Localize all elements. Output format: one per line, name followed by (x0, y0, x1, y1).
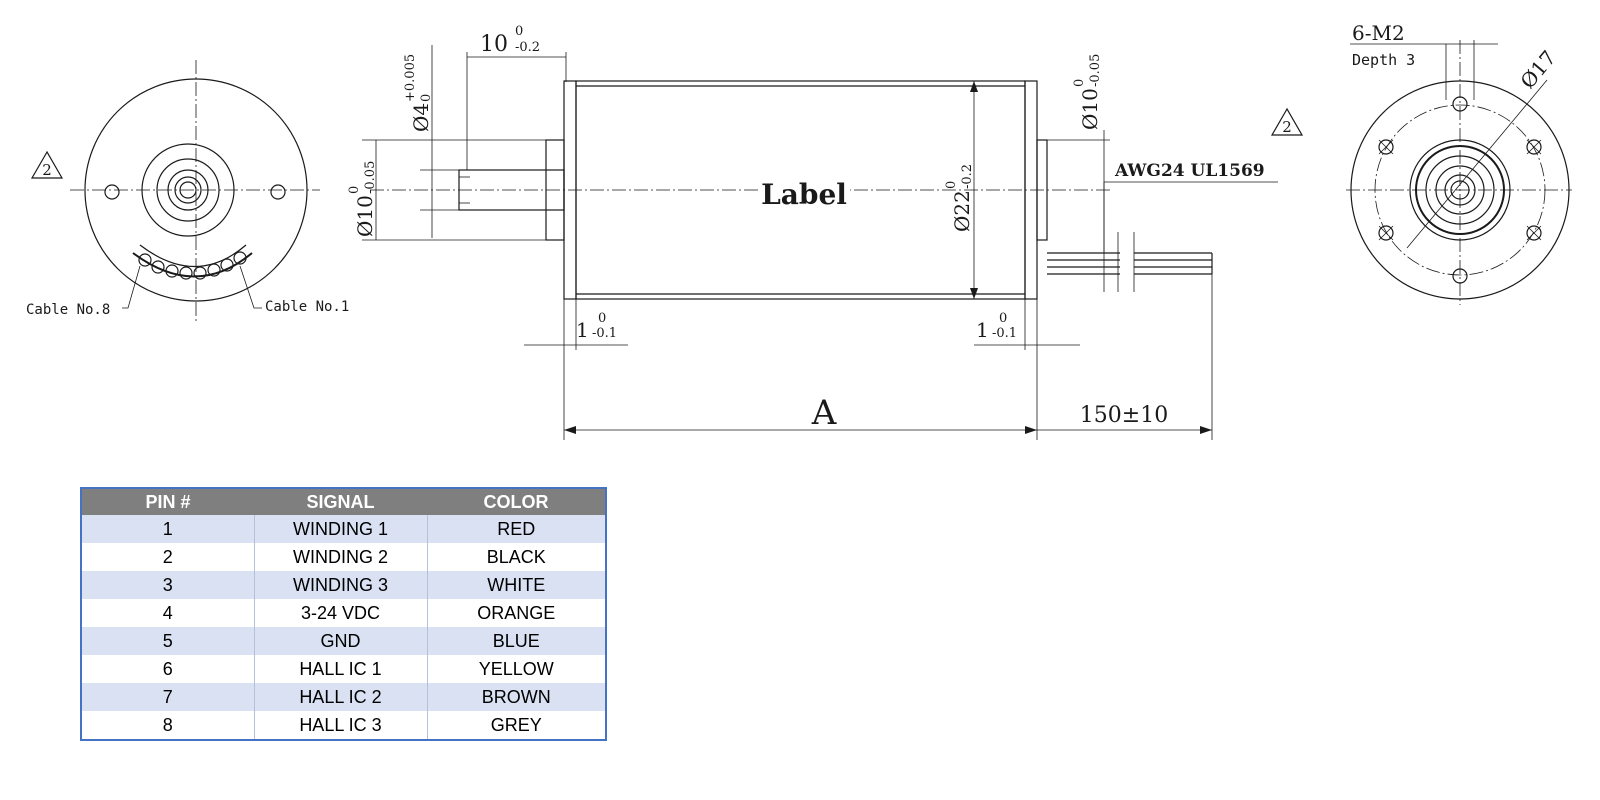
color-cell: BROWN (426, 683, 606, 711)
color-cell: GREY (426, 711, 606, 740)
cable-no-8-label: Cable No.8 (26, 302, 110, 318)
flange-right-dim: 1 (976, 318, 989, 342)
flange-left-tol-lower: -0.1 (592, 326, 617, 341)
pin-cell: 7 (81, 683, 254, 711)
signal-cell: WINDING 3 (253, 571, 427, 599)
table-row: 4 3-24 VDC ORANGE (81, 599, 606, 627)
note-triangle-right: 2 (1270, 107, 1304, 136)
note-triangle-left: 2 (30, 150, 64, 179)
header-color: COLOR (427, 488, 606, 515)
table-row: 8 HALL IC 3 GREY (81, 711, 606, 740)
signal-cell: GND (253, 627, 427, 655)
color-cell: RED (426, 515, 606, 543)
pin-cell: 6 (81, 655, 254, 683)
rear-boss-tol-upper: 0 (1072, 79, 1087, 87)
mounting-holes (1378, 96, 1542, 284)
flange-right-tol-lower: -0.1 (992, 326, 1017, 341)
flange-left-dim: 1 (576, 318, 589, 342)
cable-length-dim: 150±10 (1080, 403, 1168, 428)
pin-cell: 1 (81, 515, 254, 543)
cable-no-1-label: Cable No.1 (265, 299, 349, 315)
table-row: 7 HALL IC 2 BROWN (81, 683, 606, 711)
body-dia-tol-upper: 0 (944, 181, 959, 189)
shaft-dia-dim: Ø4 (409, 103, 433, 132)
pin-cell: 2 (81, 543, 254, 571)
body-dia-tol-lower: -0.2 (960, 164, 975, 189)
pin-cell: 5 (81, 627, 254, 655)
rear-boss-dia-dim: Ø10 (1078, 88, 1102, 130)
table-row: 1 WINDING 1 RED (81, 515, 606, 543)
body-dia-dim: Ø22 (950, 190, 974, 232)
color-cell: WHITE (426, 571, 606, 599)
depth-callout: Depth 3 (1352, 51, 1415, 69)
header-pin: PIN # (81, 488, 254, 515)
pin-cell: 8 (81, 711, 254, 740)
color-cell: YELLOW (426, 655, 606, 683)
table-row: 3 WINDING 3 WHITE (81, 571, 606, 599)
color-cell: ORANGE (426, 599, 606, 627)
header-signal: SIGNAL (254, 488, 427, 515)
boss-dia-tol-upper: 0 (347, 186, 362, 194)
signal-cell: WINDING 1 (253, 515, 427, 543)
table-row: 2 WINDING 2 BLACK (81, 543, 606, 571)
cable-bundle (138, 251, 247, 280)
left-end-view: 2 Cable No.8 Cable No.1 (26, 60, 349, 322)
signal-cell: HALL IC 3 (253, 711, 427, 740)
wire-spec-label: AWG24 UL1569 (1114, 161, 1265, 181)
shaft-length-tol-upper: 0 (515, 24, 523, 39)
boss-dia-dim: Ø10 (353, 195, 377, 237)
signal-cell: 3-24 VDC (253, 599, 427, 627)
boss-dia-tol-lower: -0.05 (363, 161, 378, 194)
pin-cell: 4 (81, 599, 254, 627)
pin-table-header: PIN # SIGNAL COLOR (81, 488, 606, 515)
color-cell: BLACK (426, 543, 606, 571)
signal-cell: HALL IC 2 (253, 683, 427, 711)
shaft-length-dim: 10 (480, 32, 508, 57)
note-badge: 2 (42, 161, 52, 179)
motor-drawing: 2 Cable No.8 Cable No.1 (26, 21, 1572, 440)
length-a-dim: A (811, 393, 837, 433)
shaft-dia-tol-upper: +0.005 (403, 54, 418, 102)
signal-cell: WINDING 2 (253, 543, 427, 571)
signal-cell: HALL IC 1 (253, 655, 427, 683)
pcd-dim: Ø17 (1515, 46, 1560, 93)
color-cell: BLUE (426, 627, 606, 655)
side-view: 10 0 -0.2 Ø4 +0.005 0 Ø10 0 -0.05 Label … (347, 24, 1278, 440)
shaft-length-tol-lower: -0.2 (515, 40, 540, 55)
flange-right-tol-upper: 0 (999, 311, 1007, 326)
pin-cell: 3 (81, 571, 254, 599)
note-badge: 2 (1282, 118, 1292, 136)
holes-callout: 6-M2 (1352, 21, 1405, 45)
right-end-view: Ø17 6-M2 Depth 3 2 (1270, 21, 1572, 305)
rear-boss-tol-lower: -0.05 (1088, 54, 1103, 87)
table-row: 5 GND BLUE (81, 627, 606, 655)
shaft-dia-tol-lower: 0 (419, 94, 434, 102)
flange-left-tol-upper: 0 (598, 311, 606, 326)
body-label: Label (761, 178, 847, 211)
pin-table: PIN # SIGNAL COLOR 1 WINDING 1 RED 2 WIN… (80, 487, 607, 741)
table-row: 6 HALL IC 1 YELLOW (81, 655, 606, 683)
